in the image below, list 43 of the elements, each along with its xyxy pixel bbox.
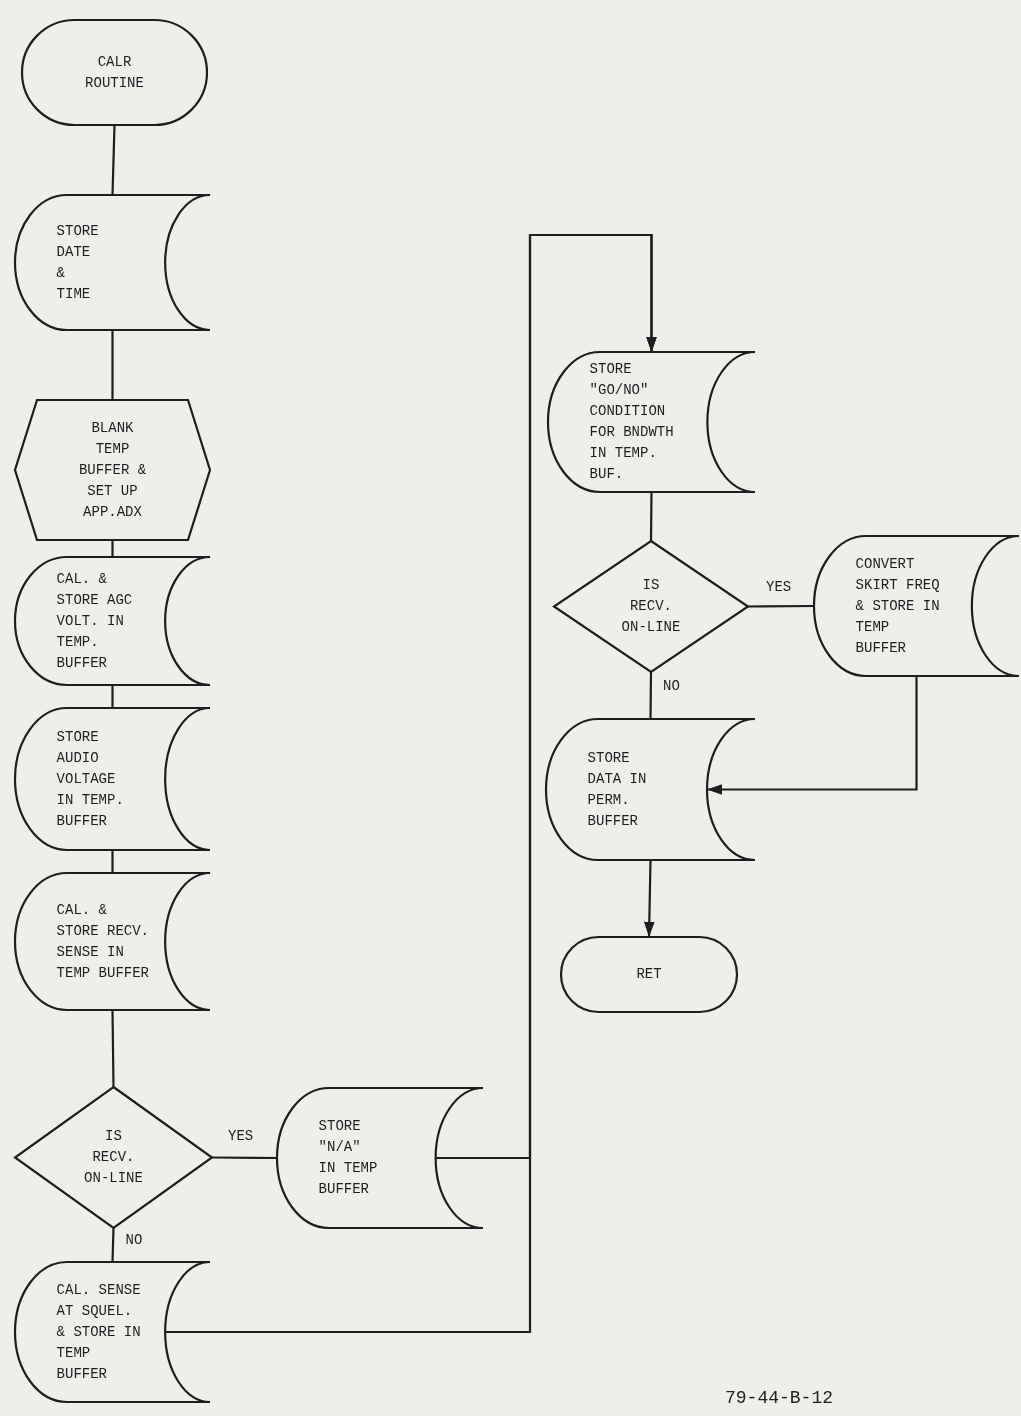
- node-text: RET: [635, 965, 663, 984]
- drawing-number: 79-44-B-12: [725, 1388, 834, 1408]
- node-text: STORE DATA IN PERM. BUFFER: [587, 748, 648, 831]
- node-text: BLANK TEMP BUFFER & SET UP APP.ADX: [77, 418, 148, 522]
- connector-line: [111, 1227, 115, 1263]
- node-text: STORE AUDIO VOLTAGE IN TEMP. BUFFER: [56, 727, 125, 831]
- connector-line: [111, 124, 116, 196]
- stored-data-shape: [15, 708, 210, 850]
- stored-data-shape: [15, 557, 210, 685]
- stored-data-shape: [277, 1088, 483, 1228]
- node-text: STORE "GO/NO" CONDITION FOR BNDWTH IN TEMP. BUF.: [589, 360, 675, 484]
- stored-data-shape: [15, 195, 210, 330]
- node-text: STORE DATE & TIME: [56, 221, 100, 304]
- stored-data-shape: [548, 352, 755, 492]
- terminator-shape: [561, 937, 737, 1012]
- stored-data-shape: [546, 719, 755, 860]
- node-text: CAL. & STORE AGC VOLT. IN TEMP. BUFFER: [56, 569, 134, 673]
- connector-line: [111, 1010, 115, 1087]
- connector-line: [111, 330, 114, 400]
- node-text: CALR ROUTINE: [84, 52, 145, 93]
- connector-line: [111, 850, 114, 873]
- node-text: CAL. SENSE AT SQUEL. & STORE IN TEMP BUFFER: [56, 1280, 142, 1384]
- decision-diamond: [15, 1087, 212, 1228]
- node-text: STORE "N/A" IN TEMP BUFFER: [318, 1117, 379, 1199]
- preparation-hexagon: [15, 400, 210, 540]
- node-text: IS RECV. ON-LINE: [620, 576, 682, 637]
- connector-line: [111, 540, 114, 557]
- arrow: [707, 676, 918, 795]
- decision-diamond: [554, 541, 748, 672]
- stored-data-shape: [15, 1262, 210, 1402]
- stored-data-shape: [814, 536, 1019, 676]
- node-text: CONVERT SKIRT FREQ & STORE IN TEMP BUFFER: [855, 554, 941, 658]
- connector-line: [649, 672, 653, 719]
- connector-line: [212, 1156, 277, 1160]
- arrow: [165, 233, 657, 1334]
- node-text: CAL. & STORE RECV. SENSE IN TEMP BUFFER: [56, 900, 150, 983]
- connector-line: [111, 685, 114, 708]
- connector-line: [748, 604, 814, 608]
- terminator-shape: [22, 20, 207, 125]
- arrow: [643, 859, 655, 938]
- node-text: IS RECV. ON-LINE: [83, 1127, 144, 1188]
- stored-data-shape: [15, 873, 210, 1010]
- connector-line: [649, 492, 653, 541]
